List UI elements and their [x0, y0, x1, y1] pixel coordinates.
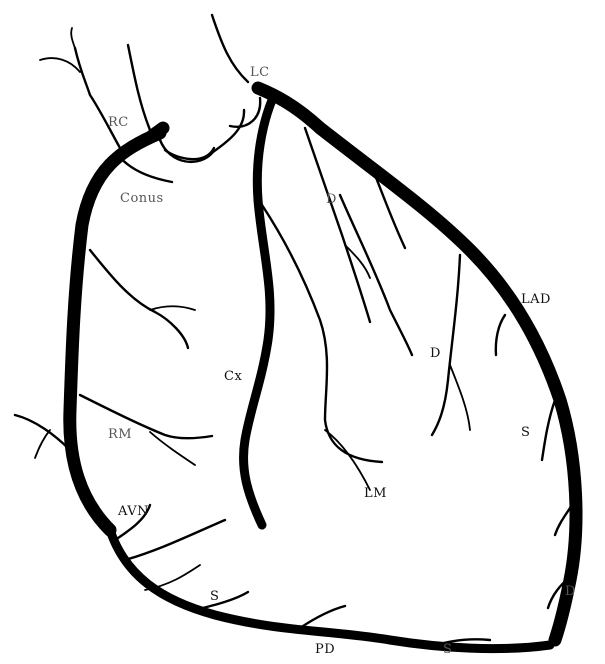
rca-left-twig-b — [35, 430, 50, 458]
label-lc: LC — [250, 65, 270, 80]
label-d-apex: D — [565, 584, 576, 599]
diagonal-lateral-twig — [450, 365, 470, 430]
rca-upper-branch — [75, 48, 120, 148]
rv-branch-upper-twig — [150, 306, 195, 310]
label-d-upper: D — [326, 192, 337, 207]
label-lm: LM — [364, 486, 387, 501]
label-rc: RC — [108, 115, 129, 130]
label-s-apex: S — [443, 642, 452, 657]
rca-top-twig-b — [71, 28, 75, 48]
pda-branch-upper — [125, 520, 225, 560]
label-conus: Conus — [120, 191, 164, 206]
diagonal-lateral — [432, 255, 460, 435]
aortic-cusp-left — [213, 110, 244, 152]
lm-branch — [262, 205, 382, 462]
conus-branch — [118, 155, 172, 182]
septal-mid — [542, 400, 555, 460]
label-rm: RM — [108, 427, 132, 442]
label-s-bottom: S — [210, 589, 219, 604]
aortic-wall-left — [128, 45, 150, 130]
rm-branch — [80, 395, 212, 438]
rca-ostium — [152, 128, 163, 136]
labels: RC LC Conus D LAD D Cx RM S AVN LM S PD … — [108, 65, 576, 657]
diagonal-mid-a — [340, 195, 412, 355]
label-lad: LAD — [521, 292, 551, 307]
label-d-mid: D — [430, 346, 441, 361]
label-pd: PD — [315, 642, 335, 657]
rv-branch-upper — [90, 250, 188, 348]
label-av: AVN — [117, 504, 149, 519]
rca-top-twig-a — [40, 58, 80, 72]
circumflex-main — [244, 100, 272, 525]
septal-bottom — [195, 592, 248, 610]
pda-branch-right — [300, 606, 345, 628]
left-coronary-artery — [244, 88, 578, 640]
pda-main — [110, 530, 550, 649]
diagonal-upper-twig — [345, 245, 370, 278]
rca-left-twig — [15, 415, 70, 450]
septal-upper — [496, 315, 505, 355]
label-s-right: S — [521, 425, 530, 440]
posterior-descending-artery — [110, 520, 550, 649]
label-cx: Cx — [224, 369, 242, 384]
aortic-wall-right — [212, 15, 248, 82]
right-coronary-artery — [15, 28, 212, 540]
